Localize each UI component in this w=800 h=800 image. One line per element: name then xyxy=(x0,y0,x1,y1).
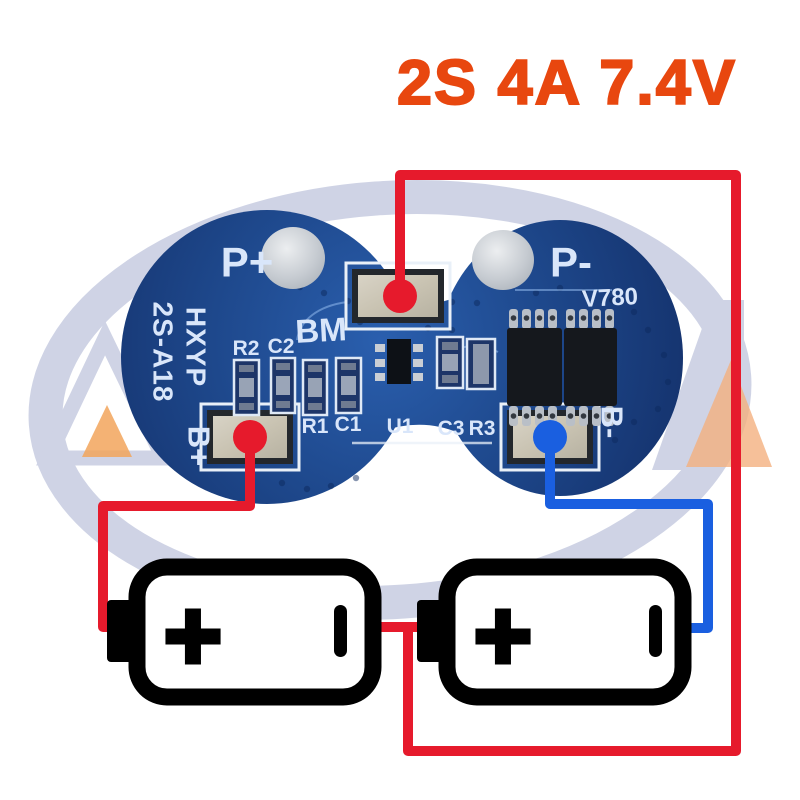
smd-passive-components xyxy=(232,335,497,417)
mosfet-chips xyxy=(507,309,617,426)
label-c2: C2 xyxy=(268,335,295,358)
mosfet-body-1 xyxy=(507,328,562,406)
label-p-minus: P- xyxy=(550,239,592,286)
watermark-right-orange-triangle-icon xyxy=(686,360,772,467)
label-u1: U1 xyxy=(387,415,414,438)
label-bm: BM xyxy=(294,310,347,350)
label-b-plus: B+ xyxy=(182,426,217,467)
watermark-left-orange-triangle-icon xyxy=(82,405,132,457)
mosfet-pins xyxy=(509,309,614,426)
label-brand: HXYP xyxy=(181,307,212,387)
battery-1-level-bar xyxy=(334,605,347,657)
battery-cell-1: + xyxy=(107,558,382,706)
watermark-right-chevron-icon xyxy=(652,300,744,470)
label-b-minus: B- xyxy=(595,406,630,439)
label-model: 2S-A18 xyxy=(148,302,179,403)
pcb-silkscreen-labels: P+ P- V780 BM HXYP 2S-A18 B+ B- R2 C2 R1… xyxy=(148,239,639,467)
battery-cell-2: + xyxy=(417,558,692,706)
battery-1-plus-symbol: + xyxy=(164,580,222,692)
label-r1: R1 xyxy=(302,415,329,438)
mosfet-body-2 xyxy=(564,328,617,406)
label-c1: C1 xyxy=(335,413,362,436)
p-minus-solder-pad xyxy=(472,230,534,290)
b-minus-solder-dot xyxy=(533,420,567,454)
b-plus-solder-dot xyxy=(233,420,267,454)
battery-1-body xyxy=(128,558,382,706)
bm-balance-wire xyxy=(395,170,741,756)
b-minus-wire xyxy=(545,432,713,633)
label-p-plus: P+ xyxy=(221,239,274,286)
battery-2-plus-symbol: + xyxy=(474,580,532,692)
label-r2: R2 xyxy=(233,337,260,360)
u1-ic-chip xyxy=(375,339,423,384)
battery-2-level-bar xyxy=(649,605,662,657)
product-title: 2S 4A 7.4V xyxy=(397,48,737,118)
bm-solder-dot xyxy=(383,279,417,313)
battery-2-body xyxy=(438,558,692,706)
label-version: V780 xyxy=(581,283,638,313)
label-c3: C3 xyxy=(438,417,465,440)
p-plus-solder-pad xyxy=(261,227,325,289)
label-r3: R3 xyxy=(469,417,496,440)
